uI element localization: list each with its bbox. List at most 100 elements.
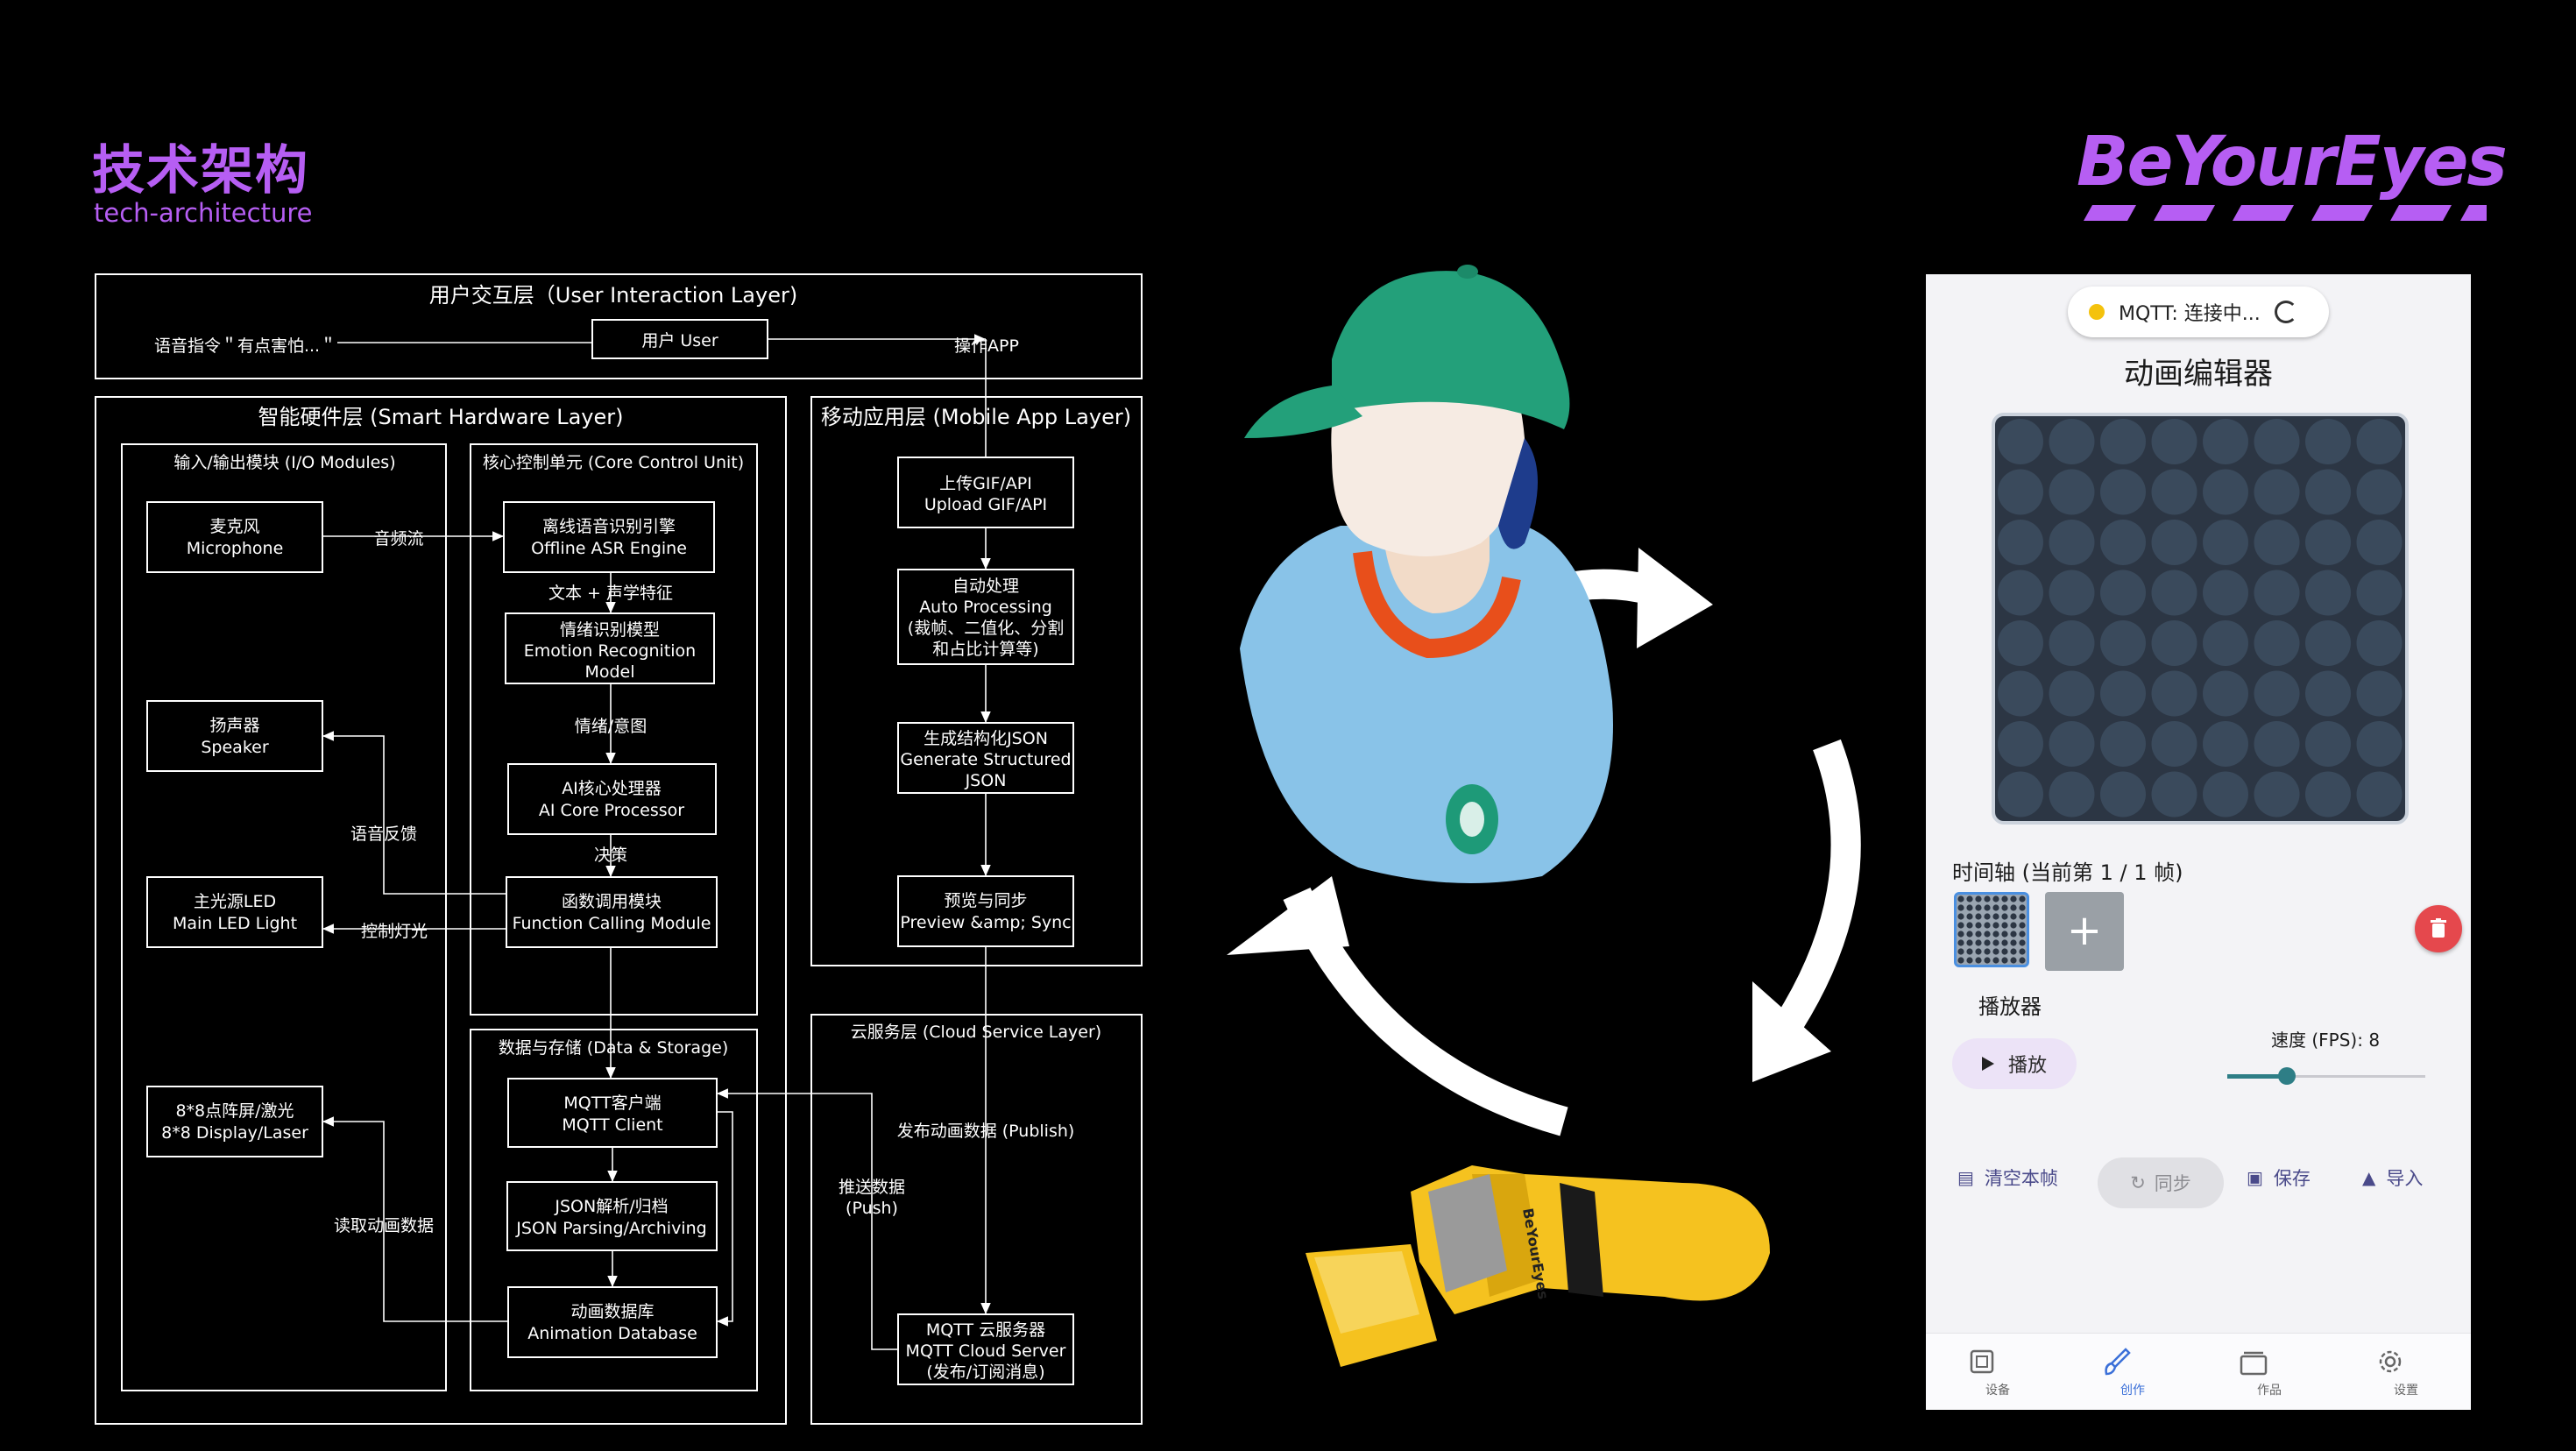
led-cell[interactable]: [2049, 670, 2095, 717]
led-matrix-canvas[interactable]: [1992, 413, 2409, 825]
brand-stripes-decoration: [2084, 205, 2487, 221]
led-cell[interactable]: [2356, 620, 2403, 666]
led-cell[interactable]: [2151, 771, 2197, 818]
sync-button[interactable]: ↻ 同步: [2098, 1157, 2224, 1208]
led-cell[interactable]: [2356, 721, 2403, 767]
led-cell[interactable]: [2100, 469, 2146, 515]
node-json-parse-en: JSON Parsing/Archiving: [515, 1219, 706, 1238]
led-cell[interactable]: [1998, 520, 2043, 565]
nav-item-settings[interactable]: 设置: [2371, 1342, 2441, 1398]
led-cell[interactable]: [2151, 670, 2197, 717]
led-cell[interactable]: [2100, 419, 2146, 464]
led-cell[interactable]: [2151, 469, 2197, 515]
frame-thumbnail[interactable]: [1954, 892, 2029, 967]
led-cell[interactable]: [2151, 520, 2197, 565]
led-cell[interactable]: [2100, 570, 2146, 616]
led-cell[interactable]: [2049, 721, 2095, 767]
led-cell[interactable]: [2305, 721, 2351, 767]
led-cell[interactable]: [2305, 520, 2351, 565]
nav-item-devices[interactable]: 设备: [1963, 1342, 2033, 1398]
fps-slider-handle[interactable]: [2277, 1067, 2296, 1085]
led-cell[interactable]: [2254, 520, 2300, 565]
led-cell[interactable]: [2100, 670, 2146, 717]
clear-frame-button[interactable]: ▤ 清空本帧: [1957, 1164, 2058, 1191]
led-cell[interactable]: [2356, 670, 2403, 717]
led-cell[interactable]: [2254, 670, 2300, 717]
architecture-diagram: 用户交互层（User Interaction Layer) 智能硬件层 (Sma…: [95, 273, 1143, 1425]
led-cell[interactable]: [2254, 620, 2300, 666]
led-cell[interactable]: [2049, 419, 2095, 464]
led-cell[interactable]: [1998, 771, 2043, 818]
import-button[interactable]: ▲ 导入: [2362, 1164, 2423, 1191]
led-matrix-grid[interactable]: [1995, 416, 2405, 821]
trash-icon: [2431, 918, 2446, 938]
brush-icon: [2105, 1348, 2131, 1376]
delete-frame-button[interactable]: [2415, 905, 2462, 952]
led-cell[interactable]: [2100, 771, 2146, 818]
play-button[interactable]: 播放: [1952, 1038, 2077, 1089]
led-cell[interactable]: [1998, 469, 2043, 515]
led-cell[interactable]: [2100, 620, 2146, 666]
led-cell[interactable]: [2305, 670, 2351, 717]
led-cell[interactable]: [2203, 721, 2248, 767]
nav-item-create[interactable]: 创作: [2098, 1342, 2168, 1398]
led-cell[interactable]: [2049, 620, 2095, 666]
led-cell[interactable]: [2305, 469, 2351, 515]
thumb-cell: [2019, 895, 2026, 902]
cycle-arrow-right: [1752, 739, 1861, 1082]
led-cell[interactable]: [2100, 520, 2146, 565]
core-unit-box: [470, 443, 758, 1016]
led-cell[interactable]: [2049, 771, 2095, 818]
nav-item-works[interactable]: 作品: [2234, 1342, 2304, 1398]
led-cell[interactable]: [2254, 469, 2300, 515]
node-preview-zh: 预览与同步: [944, 891, 1027, 910]
led-cell[interactable]: [2305, 771, 2351, 818]
node-upload-zh: 上传GIF/API: [939, 474, 1032, 493]
led-cell[interactable]: [2203, 520, 2248, 565]
led-cell[interactable]: [2305, 570, 2351, 616]
led-cell[interactable]: [2151, 721, 2197, 767]
led-cell[interactable]: [2151, 620, 2197, 666]
led-cell[interactable]: [2254, 721, 2300, 767]
led-cell[interactable]: [2356, 771, 2403, 818]
led-cell[interactable]: [1998, 721, 2043, 767]
led-cell[interactable]: [2049, 469, 2095, 515]
folder-icon: [2240, 1351, 2268, 1376]
led-cell[interactable]: [2305, 620, 2351, 666]
thumb-cell: [1984, 931, 1991, 938]
led-cell[interactable]: [2203, 670, 2248, 717]
led-cell[interactable]: [2254, 771, 2300, 818]
led-cell[interactable]: [2356, 570, 2403, 616]
led-cell[interactable]: [2151, 419, 2197, 464]
led-cell[interactable]: [1998, 419, 2043, 464]
led-cell[interactable]: [2356, 520, 2403, 565]
thumb-cell: [2019, 904, 2026, 911]
thumb-cell: [2001, 913, 2008, 920]
led-cell[interactable]: [1998, 570, 2043, 616]
led-cell[interactable]: [2203, 419, 2248, 464]
led-cell[interactable]: [2203, 469, 2248, 515]
led-cell[interactable]: [2203, 620, 2248, 666]
node-mqtt-server-note: (发布/订阅消息): [926, 1363, 1044, 1382]
led-cell[interactable]: [2254, 570, 2300, 616]
fps-slider-track[interactable]: [2227, 1075, 2425, 1078]
led-cell[interactable]: [2203, 570, 2248, 616]
add-frame-button[interactable]: +: [2045, 892, 2124, 971]
frame-thumbnail-grid: [1957, 895, 2026, 964]
led-cell[interactable]: [2049, 520, 2095, 565]
node-mqtt-client-en: MQTT Client: [562, 1115, 662, 1135]
led-cell[interactable]: [2203, 771, 2248, 818]
node-asr-en: Offline ASR Engine: [531, 539, 687, 558]
node-upload-en: Upload GIF/API: [924, 495, 1047, 514]
thumb-cell: [2001, 922, 2008, 929]
led-cell[interactable]: [2100, 721, 2146, 767]
led-cell[interactable]: [2049, 570, 2095, 616]
save-button[interactable]: ▣ 保存: [2247, 1164, 2311, 1191]
led-cell[interactable]: [1998, 620, 2043, 666]
led-cell[interactable]: [2151, 570, 2197, 616]
led-cell[interactable]: [2356, 419, 2403, 464]
led-cell[interactable]: [2305, 419, 2351, 464]
led-cell[interactable]: [2356, 469, 2403, 515]
led-cell[interactable]: [2254, 419, 2300, 464]
led-cell[interactable]: [1998, 670, 2043, 717]
